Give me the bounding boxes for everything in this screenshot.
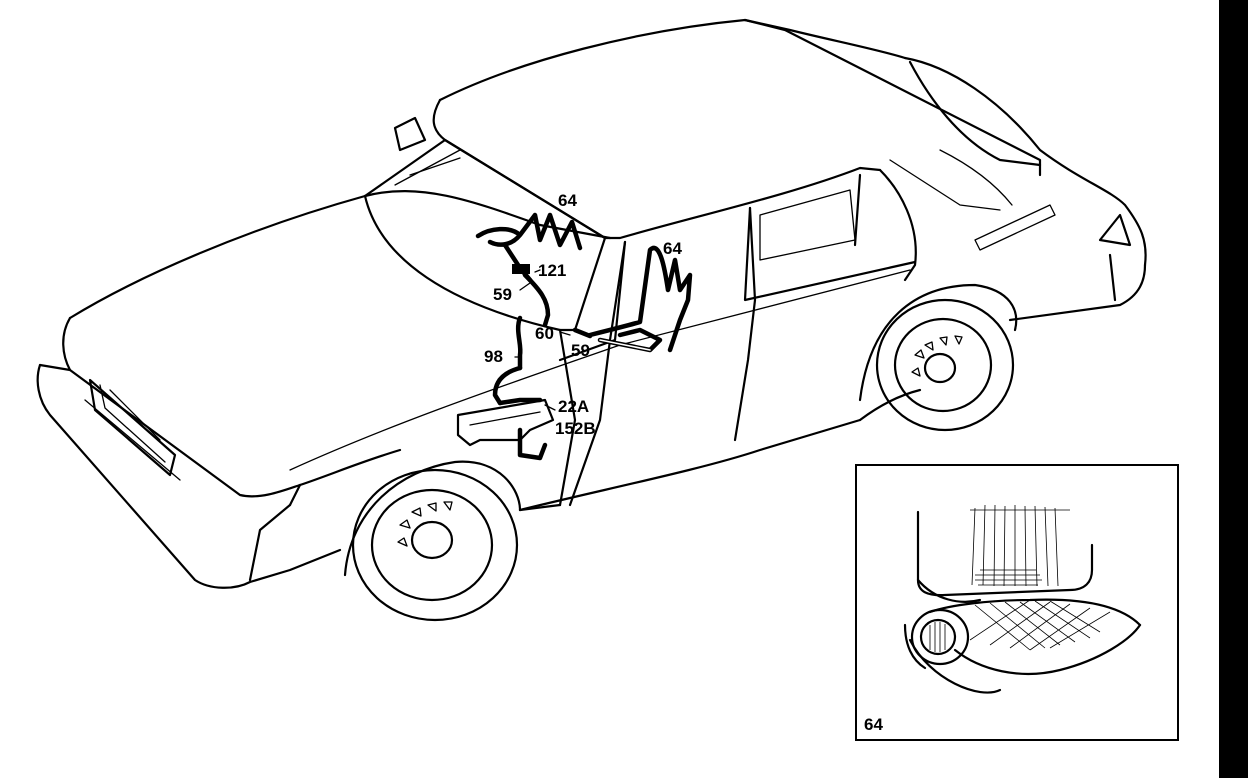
- callout-59-upper: 59: [493, 285, 512, 304]
- car-body-outline: [36, 18, 1147, 589]
- callout-59-lower: 59: [571, 341, 590, 360]
- callout-98: 98: [484, 347, 503, 366]
- callout-64-roof: 64: [558, 191, 577, 210]
- inset-label-64: 64: [864, 715, 883, 734]
- leader-lines: [514, 269, 571, 411]
- page-edge-bar: [1219, 0, 1248, 778]
- inset-detail-64: [855, 464, 1179, 741]
- wiring-harness: [456, 212, 693, 461]
- callout-152b: 152B: [555, 419, 596, 438]
- callout-22a: 22A: [558, 397, 589, 416]
- callout-60: 60: [535, 324, 554, 343]
- callout-64-door: 64: [663, 239, 682, 258]
- front-wheel: [343, 460, 522, 622]
- rear-wheel: [858, 283, 1018, 432]
- callout-121: 121: [538, 261, 566, 280]
